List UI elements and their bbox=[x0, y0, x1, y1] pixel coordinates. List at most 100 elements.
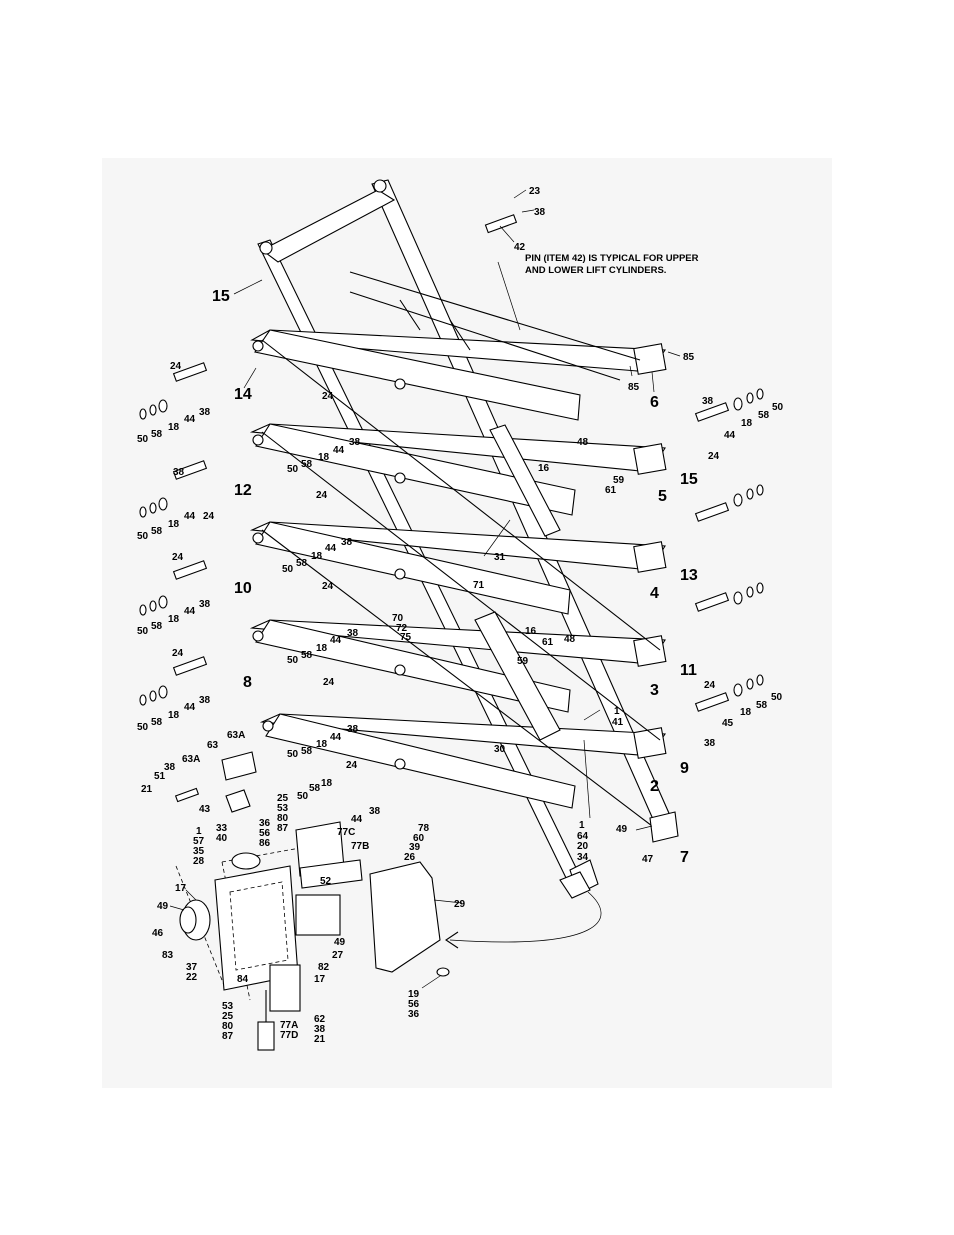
top-cross-member bbox=[260, 189, 396, 263]
callout-label: 23 bbox=[529, 186, 541, 197]
callout-label: 80 bbox=[222, 1021, 234, 1032]
callout-label: 44 bbox=[333, 445, 345, 456]
callout-label: 18 bbox=[168, 710, 180, 721]
callout-label: 6 bbox=[650, 394, 659, 411]
callout-label: 18 bbox=[318, 452, 330, 463]
callout-label: 2 bbox=[650, 778, 659, 795]
tier-8-11 bbox=[249, 619, 667, 713]
callout-label: 18 bbox=[316, 739, 328, 750]
callout-label: 11 bbox=[680, 662, 697, 679]
callout-label: 1 bbox=[614, 706, 620, 717]
callout-label: 18 bbox=[316, 643, 328, 654]
callout-label: 34 bbox=[577, 852, 589, 863]
callout-label: 48 bbox=[564, 634, 576, 645]
callout-label: 51 bbox=[154, 771, 166, 782]
callout-label: 50 bbox=[137, 722, 149, 733]
pin-43 bbox=[174, 787, 200, 803]
callout-label: 14 bbox=[234, 386, 252, 403]
callout-label: 38 bbox=[199, 695, 211, 706]
fastener-19 bbox=[436, 967, 450, 977]
callout-label: 24 bbox=[172, 552, 184, 563]
callout-label: 24 bbox=[708, 451, 720, 462]
callout-label: 72 bbox=[396, 623, 408, 634]
callout-label: 77C bbox=[337, 827, 355, 838]
callout-label: 52 bbox=[320, 876, 332, 887]
leader-lines bbox=[169, 189, 681, 989]
callout-label: 24 bbox=[170, 361, 182, 372]
callout-label: 53 bbox=[277, 803, 289, 814]
callout-label: 50 bbox=[771, 692, 783, 703]
callout-label: 18 bbox=[168, 422, 180, 433]
tier-12-5 bbox=[249, 423, 667, 516]
arm-15-pivot-left bbox=[259, 241, 273, 255]
callout-label: 38 bbox=[347, 724, 359, 735]
callout-label: 10 bbox=[234, 580, 252, 597]
callout-label: 27 bbox=[332, 950, 344, 961]
callout-label: 63 bbox=[207, 740, 219, 751]
callout-label: 19 bbox=[408, 989, 420, 1000]
callout-label: 30 bbox=[494, 744, 506, 755]
callout-label: 60 bbox=[413, 833, 425, 844]
bracket-77b bbox=[299, 859, 363, 889]
callout-label: 9 bbox=[680, 760, 689, 777]
callout-label: 8 bbox=[243, 674, 252, 691]
callout-label: 86 bbox=[259, 838, 271, 849]
callout-label: 21 bbox=[314, 1034, 326, 1045]
callout-label: 38 bbox=[173, 467, 185, 478]
callout-label: 50 bbox=[282, 564, 294, 575]
callout-label: 18 bbox=[311, 551, 323, 562]
callout-label: 47 bbox=[642, 854, 654, 865]
callout-label: 40 bbox=[216, 833, 228, 844]
callout-label: 13 bbox=[680, 567, 698, 584]
plate-33 bbox=[225, 789, 251, 813]
callout-label: 18 bbox=[740, 707, 752, 718]
callout-label: 24 bbox=[316, 490, 328, 501]
callout-label: 24 bbox=[203, 511, 215, 522]
callout-label: 59 bbox=[517, 656, 529, 667]
callout-label: 24 bbox=[346, 760, 358, 771]
callout-label: 77D bbox=[280, 1030, 298, 1041]
callout-label: 64 bbox=[577, 831, 589, 842]
callout-label: 59 bbox=[613, 475, 625, 486]
callout-label: 58 bbox=[151, 526, 163, 537]
callout-label: 16 bbox=[538, 463, 550, 474]
callout-label: 18 bbox=[168, 614, 180, 625]
callout-label: 43 bbox=[199, 804, 211, 815]
callout-label: 38 bbox=[341, 537, 353, 548]
callout-label: 50 bbox=[287, 464, 299, 475]
lower-lift-cylinder bbox=[474, 611, 561, 741]
callout-label: 25 bbox=[222, 1011, 234, 1022]
callout-label: 80 bbox=[277, 813, 289, 824]
callout-label: 50 bbox=[297, 791, 309, 802]
callout-label: 15 bbox=[680, 471, 698, 488]
callout-label: 78 bbox=[418, 823, 430, 834]
callout-label: 77A bbox=[280, 1020, 298, 1031]
callout-label: 63A bbox=[182, 754, 200, 765]
callout-label: 61 bbox=[605, 485, 617, 496]
arm-15-pivot-right bbox=[373, 179, 387, 193]
callout-label: 15 bbox=[212, 288, 230, 305]
tier-lower-9 bbox=[259, 713, 667, 809]
bracket-63 bbox=[221, 751, 257, 781]
callout-label: 35 bbox=[193, 846, 205, 857]
callout-label: 84 bbox=[237, 974, 249, 985]
callout-label: 17 bbox=[314, 974, 326, 985]
callout-label: 50 bbox=[137, 626, 149, 637]
callout-label: 58 bbox=[151, 717, 163, 728]
callout-label: 44 bbox=[184, 702, 196, 713]
callout-label: 48 bbox=[577, 437, 589, 448]
callout-label: 42 bbox=[514, 242, 526, 253]
callout-label: 7 bbox=[680, 849, 689, 866]
callout-label: 58 bbox=[301, 459, 313, 470]
callout-label: 24 bbox=[322, 581, 334, 592]
left-pin-sets bbox=[139, 362, 208, 706]
callout-label: 50 bbox=[287, 655, 299, 666]
callout-label: 38 bbox=[347, 628, 359, 639]
callout-label: 58 bbox=[756, 700, 768, 711]
callout-label: 12 bbox=[234, 482, 252, 499]
callout-label: 5 bbox=[658, 488, 667, 505]
callout-label: 18 bbox=[321, 778, 333, 789]
callout-label: 39 bbox=[409, 842, 421, 853]
